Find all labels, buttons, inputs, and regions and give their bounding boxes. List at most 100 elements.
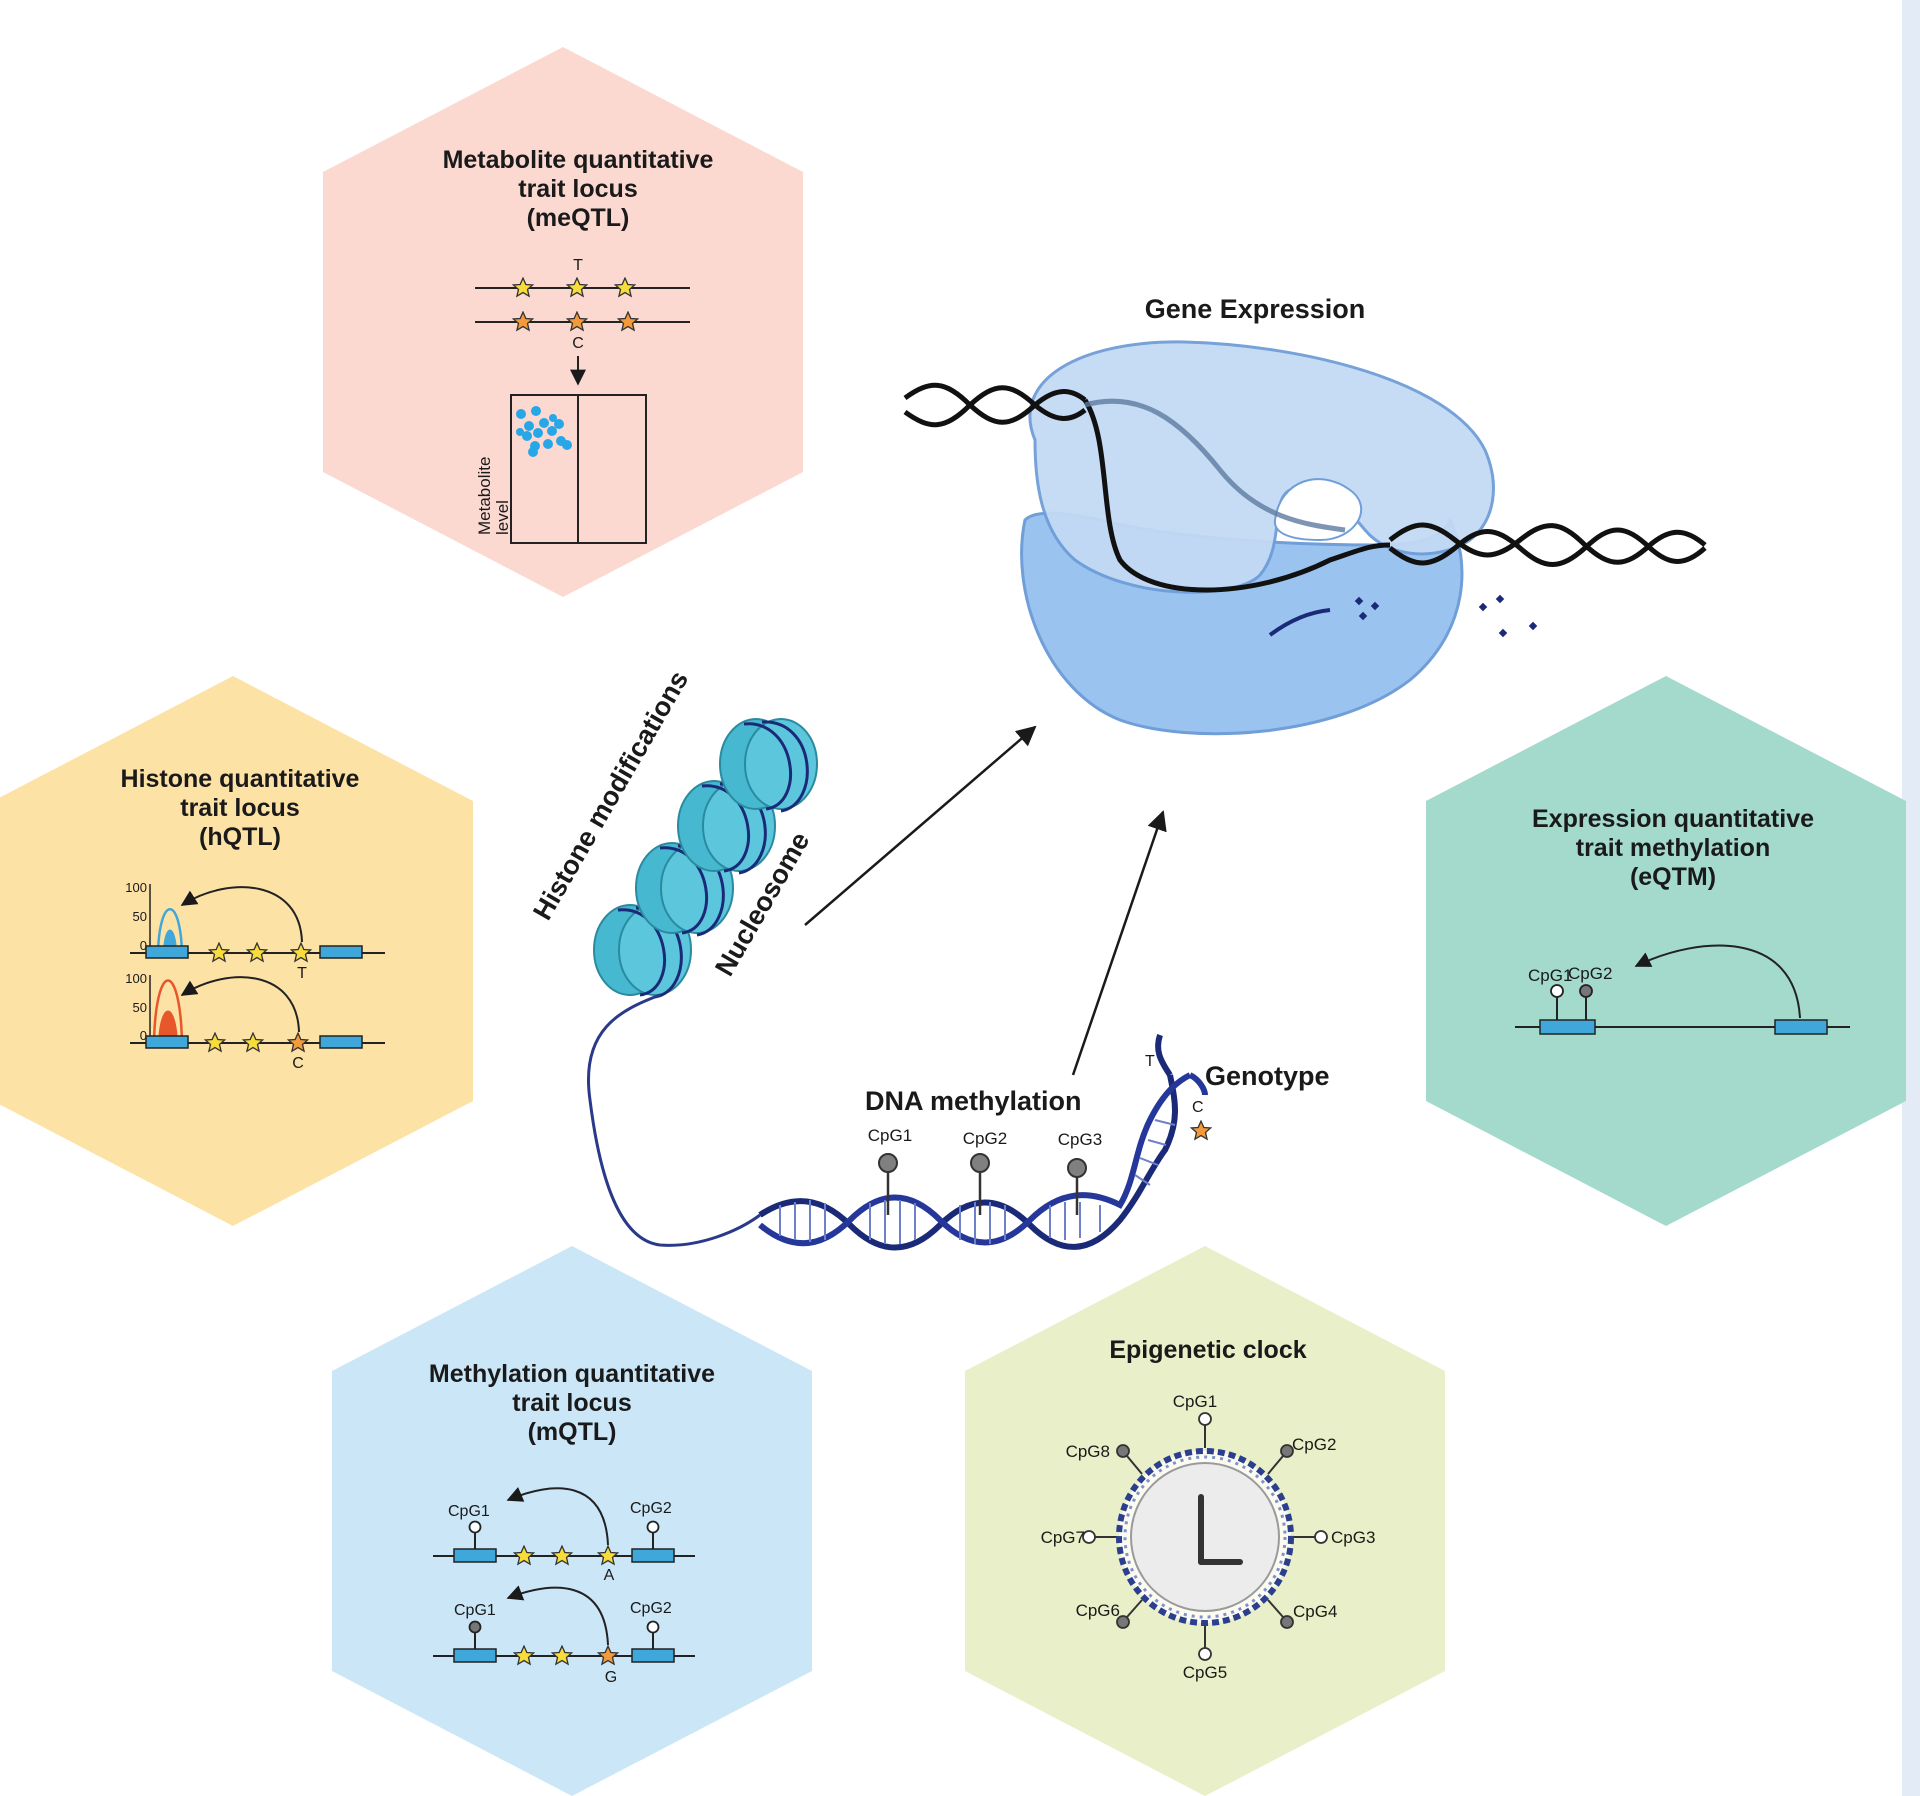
clock-label-cpg2: CpG2 (1292, 1435, 1336, 1454)
hqtl-tick-50: 50 (133, 909, 147, 924)
hqtl-gene-box (319, 1035, 363, 1049)
meqtl-axis-label-2: level (493, 500, 512, 535)
mqtl-title-line3: (mQTL) (528, 1418, 617, 1446)
clock-site-3 (1314, 1530, 1328, 1544)
clock-face (1130, 1462, 1280, 1612)
dna-cpg2-site (970, 1153, 990, 1173)
clock-label-cpg7: CpG7 (1041, 1528, 1085, 1547)
eqtm-arrow (1634, 944, 1801, 1019)
hqtl-gene-box (145, 1035, 189, 1049)
clock-site-1 (1198, 1412, 1212, 1426)
dna-methylation-label: DNA methylation (865, 1086, 1082, 1116)
hqtl-peak-outer-blue (156, 908, 184, 953)
meqtl-scatter-points (516, 406, 572, 457)
hqtl-tick-0: 0 (140, 938, 147, 953)
gene-expression-illustration: Gene Expression (903, 294, 1707, 736)
dna-strand-end-c (1188, 1072, 1208, 1096)
meqtl-panel: Metabolite quantitative trait locus (meQ… (323, 47, 803, 597)
eqtm-title-line1: Expression quantitative (1532, 805, 1814, 833)
mqtl-gene-box (631, 1548, 675, 1563)
mqtl-gene-box (453, 1648, 497, 1663)
mqtl-row1-cpg2-label: CpG2 (630, 1500, 672, 1517)
hqtl-tick-50: 50 (133, 1000, 147, 1015)
dna-methylation-illustration: CpG1 CpG2 CpG3 DNA methylation T C Genot… (758, 1034, 1330, 1251)
eqtm-cpg1-unmethylated (1550, 984, 1564, 998)
hqtl-allele-top: T (297, 965, 307, 982)
clock-site-6 (1116, 1615, 1130, 1629)
clock-site-8 (1116, 1444, 1130, 1458)
clock-title: Epigenetic clock (1109, 1336, 1306, 1364)
polymerase-top (1028, 340, 1495, 594)
meqtl-allele-bottom: C (572, 335, 584, 352)
dna-inside-channel (1084, 398, 1346, 533)
clock-label-cpg5: CpG5 (1183, 1663, 1227, 1682)
hqtl-panel: Histone quantitative trait locus (hQTL) … (0, 676, 473, 1226)
clock-panel: Epigenetic clock CpG1 CpG2 CpG3 CpG4 (965, 1246, 1445, 1796)
clock-label-cpg6: CpG6 (1076, 1601, 1120, 1620)
hqtl-allele-bottom: C (292, 1055, 304, 1072)
hqtl-peak-outer-red (152, 979, 184, 1043)
mqtl-hexagon (332, 1246, 812, 1796)
mqtl-row2-allele: G (605, 1669, 617, 1686)
hqtl-tick-100: 100 (125, 971, 147, 986)
hqtl-gene-box (145, 945, 189, 959)
arrow-methylation-to-expression (1071, 810, 1167, 1076)
polymerase-channel (1273, 478, 1363, 542)
mqtl-gene-box (453, 1548, 497, 1563)
mqtl-arrow-2 (506, 1585, 609, 1646)
mqtl-panel: Methylation quantitative trait locus (mQ… (332, 1246, 812, 1796)
nucleosome-illustration: Histone modifications Nucleosome (527, 666, 818, 1247)
genotype-allele-top: T (1145, 1053, 1155, 1070)
genotype-label: Genotype (1205, 1061, 1330, 1091)
eqtm-title-line3: (eQTM) (1630, 863, 1716, 891)
mqtl-cpg1-site-methylated (468, 1620, 482, 1634)
eqtm-cpg2-methylated (1579, 984, 1593, 998)
nucleosome-1 (593, 904, 692, 999)
mqtl-row1-allele: A (604, 1567, 615, 1584)
meqtl-axis-label-1: Metabolite (475, 457, 494, 535)
eqtm-cpg2-label: CpG2 (1568, 964, 1612, 983)
clock-label-cpg1: CpG1 (1173, 1392, 1217, 1411)
hqtl-gene-box (319, 945, 363, 959)
mqtl-cpg2-site (646, 1620, 660, 1634)
dna-cpg1-site (878, 1153, 898, 1173)
dna-cpg3-site (1067, 1158, 1087, 1178)
linker-dna (587, 993, 761, 1247)
meqtl-title-line1: Metabolite quantitative (443, 146, 714, 174)
mqtl-arrow-1 (506, 1487, 609, 1546)
right-edge-strip (1902, 0, 1920, 1796)
hqtl-tick-0: 0 (140, 1028, 147, 1043)
clock-label-cpg4: CpG4 (1293, 1602, 1337, 1621)
nucleosome-4 (719, 718, 818, 813)
eqtm-gene-box (1539, 1019, 1596, 1035)
gene-expression-label: Gene Expression (1145, 294, 1366, 324)
dna-cpg3-label: CpG3 (1058, 1130, 1102, 1149)
mqtl-row1-cpg1-label: CpG1 (448, 1503, 490, 1520)
meqtl-title-line2: trait locus (518, 175, 637, 203)
clock-label-cpg8: CpG8 (1066, 1442, 1110, 1461)
clock-site-7 (1082, 1530, 1096, 1544)
clock-site-2 (1280, 1444, 1294, 1458)
meqtl-title-line3: (meQTL) (527, 204, 630, 232)
dna-base-pairs (779, 1119, 1176, 1244)
hqtl-arrow-2 (180, 976, 300, 1033)
dna-cpg1-label: CpG1 (868, 1126, 912, 1145)
mqtl-cpg1-site (468, 1520, 482, 1534)
mqtl-title-line2: trait locus (512, 1389, 631, 1417)
hqtl-title-line1: Histone quantitative (121, 765, 360, 793)
star-icon (1190, 1120, 1212, 1140)
genotype-allele-bottom: C (1192, 1099, 1204, 1116)
eqtm-gene-box (1774, 1019, 1828, 1035)
dna-strand-end-t (1155, 1034, 1173, 1077)
mqtl-row2-cpg1-label: CpG1 (454, 1602, 496, 1619)
dna-strand-through-polymerase (903, 382, 1707, 593)
hqtl-title-line2: trait locus (180, 794, 299, 822)
dna-cpg2-label: CpG2 (963, 1129, 1007, 1148)
eqtm-hexagon (1426, 676, 1906, 1226)
mqtl-cpg2-site (646, 1520, 660, 1534)
mqtl-title-line1: Methylation quantitative (429, 1360, 715, 1388)
clock-site-4 (1280, 1615, 1294, 1629)
mqtl-gene-box (631, 1648, 675, 1663)
hqtl-title-line3: (hQTL) (199, 823, 281, 851)
